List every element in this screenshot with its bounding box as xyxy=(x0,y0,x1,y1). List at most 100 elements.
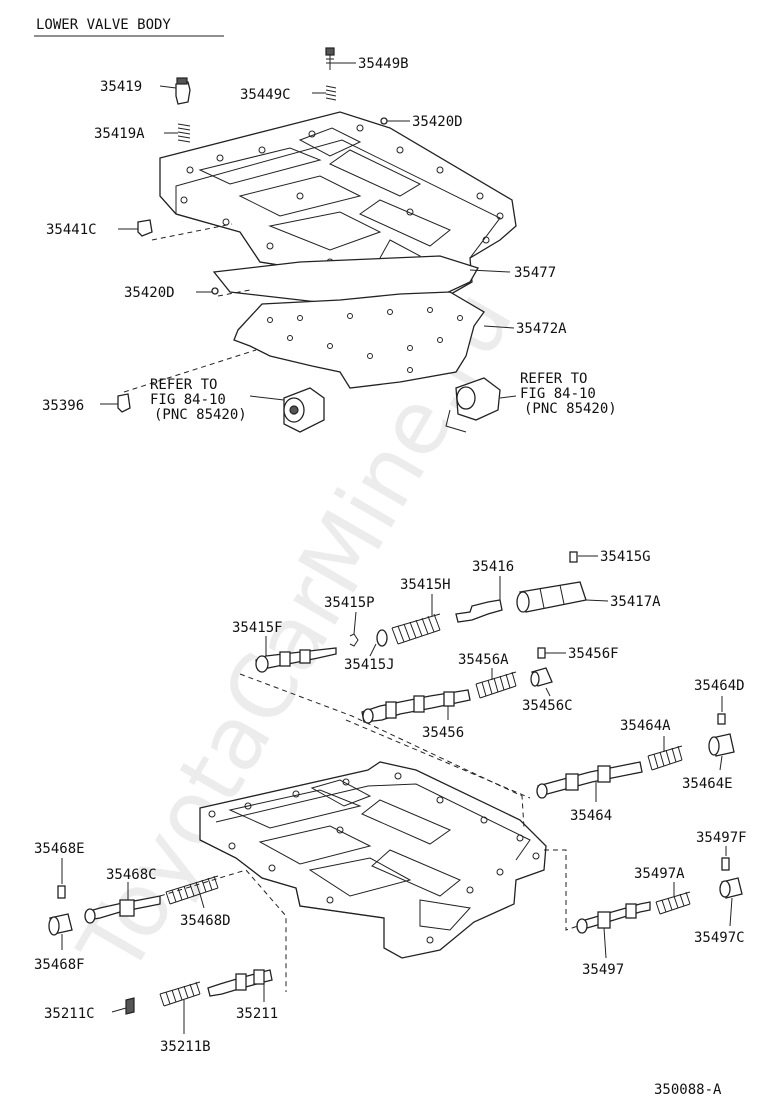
spring-35456A xyxy=(475,671,517,699)
label-35468C: 35468C xyxy=(106,867,157,883)
ball-35420D-top xyxy=(380,117,388,125)
plug-35468F xyxy=(48,913,73,936)
clip-35211C xyxy=(125,997,135,1015)
leader-35211C xyxy=(111,1007,127,1013)
spring-35415H xyxy=(391,613,441,645)
pin-35464D xyxy=(717,713,726,725)
label-35497C: 35497C xyxy=(694,930,745,946)
label-35456F: 35456F xyxy=(568,646,619,662)
plug-35441C xyxy=(137,219,153,237)
plug-35396 xyxy=(117,393,131,413)
label-35415P: 35415P xyxy=(324,595,375,611)
diagram-title: LOWER VALVE BODY xyxy=(36,17,171,33)
separator-plate-35472A xyxy=(233,291,485,389)
refer-note-left-line2: FIG 84-10 xyxy=(150,392,226,408)
refer-note-left-line3: (PNC 85420) xyxy=(154,407,247,423)
label-35497F: 35497F xyxy=(696,830,747,846)
label-35468D: 35468D xyxy=(180,913,231,929)
label-35468E: 35468E xyxy=(34,841,85,857)
label-35497A: 35497A xyxy=(634,866,685,882)
leader-35415P xyxy=(353,611,357,635)
label-35464A: 35464A xyxy=(620,718,671,734)
label-35415F: 35415F xyxy=(232,620,283,636)
label-35420D-top: 35420D xyxy=(412,114,463,130)
label-35415J: 35415J xyxy=(344,657,395,673)
refer-note-left-line1: REFER TO xyxy=(150,377,217,393)
refer-note-right-line3: (PNC 85420) xyxy=(524,401,617,417)
guide-middle-valve xyxy=(345,719,531,799)
leader-refer-left xyxy=(249,395,285,401)
plug-35497C xyxy=(719,877,743,899)
label-35472A: 35472A xyxy=(516,321,567,337)
plug-35419 xyxy=(175,77,191,105)
valve-35211 xyxy=(207,969,273,997)
clip-35415P xyxy=(349,633,359,647)
guide-left-valve xyxy=(159,869,287,992)
plug-35456C xyxy=(530,667,553,687)
label-35211B: 35211B xyxy=(160,1039,211,1055)
solenoid-right xyxy=(445,377,501,433)
leader-35419 xyxy=(159,85,177,89)
spring-35449C xyxy=(325,85,337,101)
ball-35420D-mid xyxy=(211,287,219,295)
label-35416: 35416 xyxy=(472,559,514,575)
label-35396: 35396 xyxy=(42,398,84,414)
spring-35419A xyxy=(177,123,191,143)
guide-right-valve xyxy=(544,849,579,931)
label-35441C: 35441C xyxy=(46,222,97,238)
valve-35497 xyxy=(576,901,651,934)
label-35477: 35477 xyxy=(514,265,556,281)
label-35464D: 35464D xyxy=(694,678,745,694)
label-35415H: 35415H xyxy=(400,577,451,593)
bolt-35449B xyxy=(325,47,335,70)
refer-note-right-line2: FIG 84-10 xyxy=(520,386,596,402)
valve-35415F xyxy=(255,647,337,673)
leader-35441C-dash xyxy=(151,223,233,241)
leader-35420D-mid-dash xyxy=(217,289,251,297)
solenoid-left xyxy=(283,387,325,433)
label-35456: 35456 xyxy=(422,725,464,741)
label-35415G: 35415G xyxy=(600,549,651,565)
label-35468F: 35468F xyxy=(34,957,85,973)
leader-35415J xyxy=(369,643,377,657)
spring-35211B xyxy=(159,981,201,1007)
leader-35497C xyxy=(729,897,733,927)
leader-35472A xyxy=(483,325,515,329)
label-35464: 35464 xyxy=(570,808,612,824)
spring-35464A xyxy=(647,745,683,771)
label-35211C: 35211C xyxy=(44,1006,95,1022)
pin-35468E xyxy=(57,885,66,899)
valve-35416 xyxy=(455,599,503,623)
valve-35464 xyxy=(536,761,643,799)
label-35449C: 35449C xyxy=(240,87,291,103)
label-35497: 35497 xyxy=(582,962,624,978)
label-35211: 35211 xyxy=(236,1006,278,1022)
leader-35468D xyxy=(199,893,205,909)
pin-35497F xyxy=(721,857,730,871)
valve-35468C xyxy=(84,895,161,924)
label-35456C: 35456C xyxy=(522,698,573,714)
lower-valve-body xyxy=(199,761,547,959)
leader-35464E xyxy=(719,755,723,771)
pin-35415G xyxy=(569,551,578,563)
figure-code: 350088-A xyxy=(654,1082,722,1098)
leader-35497 xyxy=(603,927,607,959)
spring-35468D xyxy=(165,875,219,905)
valve-35456 xyxy=(361,689,471,724)
spring-35497A xyxy=(655,891,691,915)
leader-35417A xyxy=(585,599,609,602)
label-35456A: 35456A xyxy=(458,652,509,668)
refer-note-right-line1: REFER TO xyxy=(520,371,587,387)
label-35419: 35419 xyxy=(100,79,142,95)
pin-35456F xyxy=(537,647,546,659)
sleeve-35417A xyxy=(516,581,587,613)
leader-35477 xyxy=(469,269,511,273)
label-35420D-mid: 35420D xyxy=(124,285,175,301)
washer-35415J xyxy=(376,629,388,647)
label-35449B: 35449B xyxy=(358,56,409,72)
label-35464E: 35464E xyxy=(682,776,733,792)
leader-35456C xyxy=(545,687,551,697)
plug-35464E xyxy=(708,733,735,757)
label-35417A: 35417A xyxy=(610,594,661,610)
